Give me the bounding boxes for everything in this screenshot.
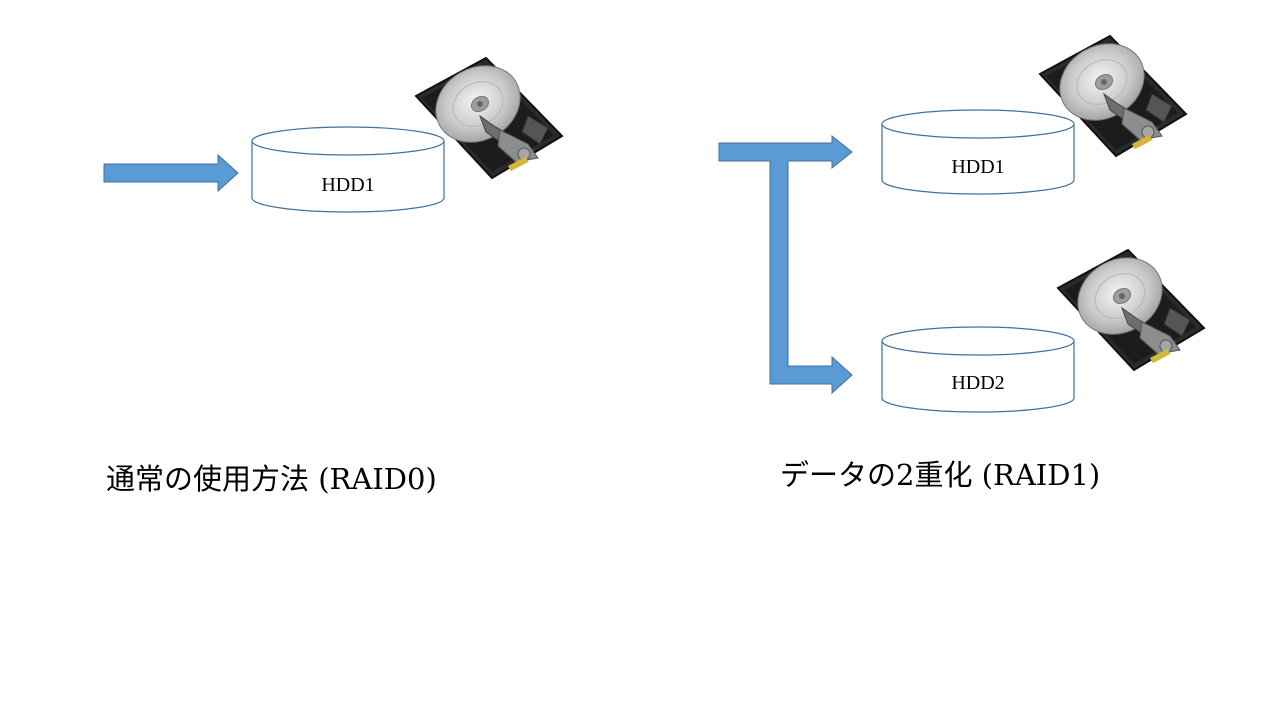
raid1-hdd1-label: HDD1 (951, 156, 1005, 178)
raid0-hdd1-label: HDD1 (321, 174, 375, 196)
raid1-caption: データの2重化 (RAID1) (780, 458, 1101, 492)
raid0-caption: 通常の使用方法 (RAID0) (106, 462, 437, 496)
raid0-hdd1-cylinder (251, 126, 445, 213)
raid1-split-arrow (718, 134, 853, 395)
raid1-hdd1-cylinder (881, 109, 1075, 195)
raid1-hdd2-hard-drive-icon (1057, 241, 1205, 371)
raid1-hdd2-label: HDD2 (951, 372, 1005, 394)
raid1-hdd2-cylinder (881, 326, 1075, 413)
raid0-input-arrow (103, 153, 239, 193)
